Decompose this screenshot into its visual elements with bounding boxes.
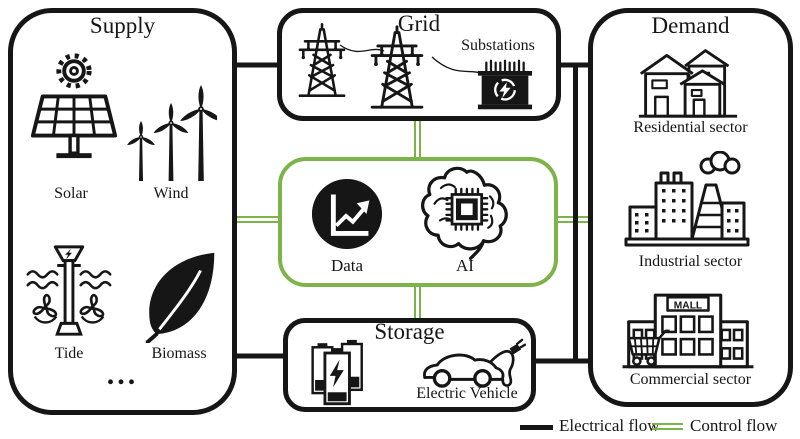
more-sources-ellipsis: ... [106, 358, 139, 391]
data-label: Data [330, 256, 364, 275]
demand-box: Demand Residential sector [588, 8, 793, 407]
grid-box: Grid [277, 8, 561, 121]
storage-title: Storage [374, 319, 445, 344]
control-flow-swatch [652, 423, 683, 430]
biomass-leaf-icon [145, 252, 215, 343]
data-chart-icon [311, 178, 383, 250]
supply-box: Supply Solar [8, 8, 237, 415]
transmission-tower-icon [370, 25, 424, 109]
electrical-flow-swatch [520, 425, 553, 430]
shopping-cart-icon [627, 329, 670, 366]
demand-title: Demand [651, 13, 730, 38]
grid-title: Grid [397, 11, 441, 36]
wind-turbines-icon [127, 85, 217, 181]
solar-panel-icon [30, 53, 118, 159]
ai-label: AI [456, 256, 474, 275]
substation-transformer-icon [477, 59, 533, 110]
electrical-flow-label: Electrical flow [559, 416, 660, 435]
residential-sector-label: Residential sector [633, 119, 748, 136]
houses-icon [638, 49, 738, 118]
mall-sign-text: MALL [674, 300, 702, 311]
control-flow-label: Control flow [690, 416, 778, 435]
biomass-label: Biomass [151, 345, 207, 362]
electrical-flow-lines [233, 62, 590, 364]
legend: Electrical flow Control flow [518, 415, 793, 439]
control-center-box: Data AI [278, 157, 558, 287]
mall-icon: MALL [622, 293, 754, 369]
tide-label: Tide [54, 345, 84, 362]
substations-label: Substations [461, 37, 535, 54]
batteries-icon [311, 339, 363, 406]
wind-label: Wind [153, 185, 189, 202]
factory-icon [624, 151, 750, 247]
transmission-tower-icon [298, 23, 346, 97]
control-flow-lines [234, 118, 589, 322]
industrial-sector-label: Industrial sector [638, 253, 743, 270]
storage-box: Storage Electric Vehicle [283, 318, 536, 412]
ai-brain-chip-icon [421, 166, 508, 260]
electric-vehicle-icon [422, 338, 526, 388]
supply-title: Supply [89, 13, 156, 38]
solar-label: Solar [54, 185, 88, 202]
electric-vehicle-label: Electric Vehicle [416, 385, 518, 402]
tidal-turbine-icon [26, 245, 112, 336]
commercial-sector-label: Commercial sector [629, 371, 752, 388]
